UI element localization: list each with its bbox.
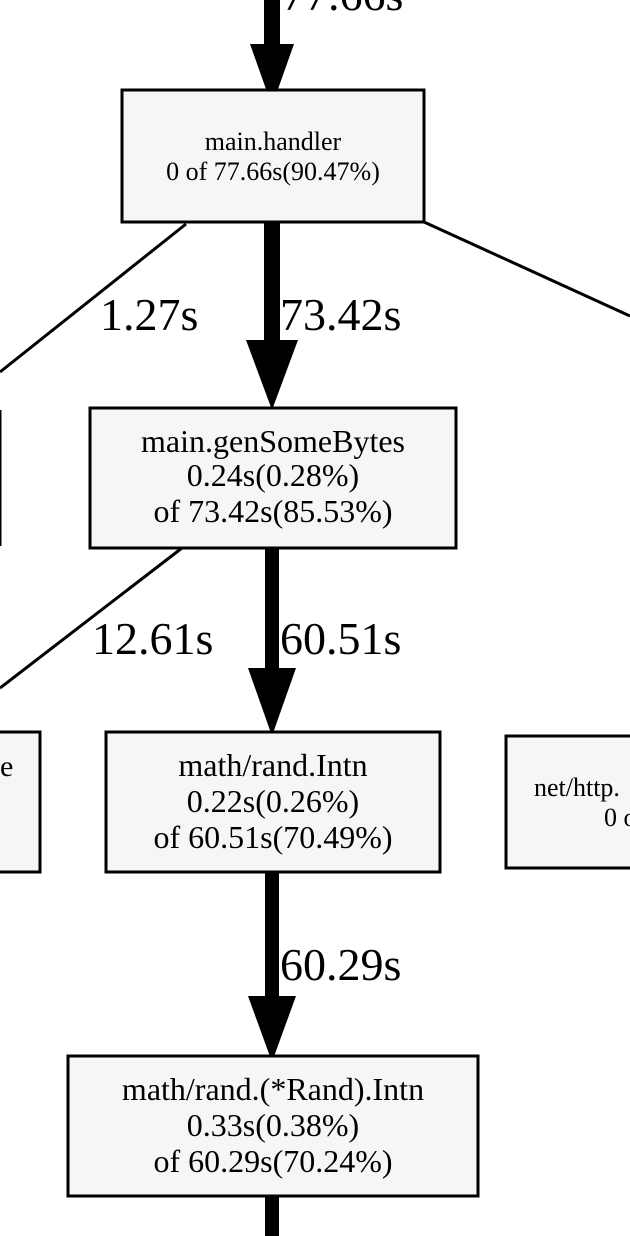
node-flat: 0.33s(0.38%) xyxy=(187,1107,359,1143)
edge-intn-rand-arrowhead xyxy=(248,996,296,1062)
edge-gen-left-label: 12.61s xyxy=(92,613,213,664)
node-box xyxy=(120,88,426,224)
node-cum: of 60.29s(70.24%) xyxy=(153,1143,392,1179)
node-title: main.genSomeBytes xyxy=(141,423,405,459)
node-title: math/rand.Intn xyxy=(178,747,367,783)
node-flat: 0.22s(0.26%) xyxy=(187,783,359,819)
node-box xyxy=(66,1054,480,1198)
node-box xyxy=(504,734,630,870)
edge-handler-left-label: 1.27s xyxy=(100,289,198,340)
edge-handler-gen-arrowhead xyxy=(246,340,298,410)
node-flat: 0.24s(0.28%) xyxy=(187,457,359,493)
edge-gen-intn-arrowhead xyxy=(248,668,296,736)
node-right-partial[interactable]: net/http. 0 o xyxy=(504,734,630,870)
node-stats: 0 of 77.66s(90.47%) xyxy=(166,157,380,186)
node-main-gensomebytes[interactable]: main.genSomeBytes 0.24s(0.28%) of 73.42s… xyxy=(88,406,458,550)
edge-handler-left-line xyxy=(0,222,187,374)
node-math-rand-rand-intn[interactable]: math/rand.(*Rand).Intn 0.33s(0.38%) of 6… xyxy=(66,1054,480,1198)
node-box xyxy=(0,730,42,874)
node-title: main.handler xyxy=(205,127,342,156)
edge-top-incoming-label: 77.66s xyxy=(282,0,403,20)
node-left-partial[interactable]: e xyxy=(0,730,42,874)
node-title-fragment: net/http. xyxy=(534,773,620,802)
edge-gen-intn-label: 60.51s xyxy=(280,613,401,664)
node-box xyxy=(104,730,442,874)
node-math-rand-intn[interactable]: math/rand.Intn 0.22s(0.26%) of 60.51s(70… xyxy=(104,730,442,874)
node-box xyxy=(88,406,458,550)
node-stats-fragment: 0 o xyxy=(604,803,630,832)
node-cum: of 60.51s(70.49%) xyxy=(153,819,392,855)
node-title-fragment: e xyxy=(0,750,13,783)
edge-handler-gen-label: 73.42s xyxy=(280,289,401,340)
edge-handler-right-line xyxy=(423,220,630,318)
node-title: math/rand.(*Rand).Intn xyxy=(122,1071,424,1107)
node-main-handler[interactable]: main.handler 0 of 77.66s(90.47%) xyxy=(120,88,426,224)
edge-gen-left-line xyxy=(0,546,183,690)
edge-top-incoming-arrowhead xyxy=(250,44,294,106)
node-cum: of 73.42s(85.53%) xyxy=(153,493,392,529)
edge-intn-rand-label: 60.29s xyxy=(280,939,401,990)
